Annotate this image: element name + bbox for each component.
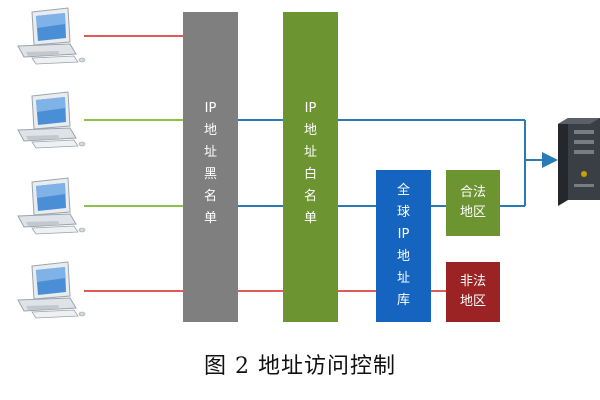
ip-database-box: [376, 170, 431, 322]
client-computer-1: [17, 7, 86, 65]
illegal-region-box: [446, 262, 500, 322]
blacklist-char: 名: [203, 189, 217, 204]
illegal-region-line1: 非法: [459, 274, 486, 289]
legal-region-box: [446, 170, 500, 236]
ip-database-char: 库: [396, 293, 410, 308]
ip-database-char: IP: [397, 227, 410, 242]
blacklist-char: 地: [203, 123, 217, 138]
ip-database-char: 址: [396, 271, 410, 286]
ip-database-char: 球: [396, 205, 410, 220]
whitelist-label: IP 地 址 白 名 单: [283, 98, 338, 230]
client-computer-2: [17, 91, 86, 149]
ip-database-label: 全 球 IP 地 址 库: [376, 180, 431, 312]
whitelist-char: 单: [303, 211, 317, 226]
illegal-region-label: 非法 地区: [446, 272, 500, 312]
legal-region-label: 合法 地区: [446, 183, 500, 223]
server-icon: [558, 118, 600, 206]
blacklist-char: 黑: [203, 167, 217, 182]
blacklist-box: [183, 12, 238, 322]
legal-region-line1: 合法: [459, 185, 486, 200]
whitelist-char: IP: [304, 101, 317, 116]
whitelist-char: 名: [303, 189, 317, 204]
whitelist-char: 地: [303, 123, 317, 138]
blacklist-char: IP: [204, 101, 217, 116]
blacklist-char: 址: [203, 145, 217, 160]
whitelist-box: [283, 12, 338, 322]
ip-database-char: 全: [396, 183, 410, 198]
client-computer-4: [17, 261, 86, 319]
blacklist-label: IP 地 址 黑 名 单: [183, 98, 238, 230]
whitelist-char: 白: [303, 167, 317, 182]
figure-caption: 图 2 地址访问控制: [204, 354, 396, 379]
ip-database-char: 地: [396, 249, 410, 264]
legal-region-line2: 地区: [459, 205, 486, 220]
client-computer-3: [17, 177, 86, 235]
whitelist-char: 址: [303, 145, 317, 160]
blacklist-char: 单: [203, 211, 217, 226]
illegal-region-line2: 地区: [459, 294, 486, 309]
